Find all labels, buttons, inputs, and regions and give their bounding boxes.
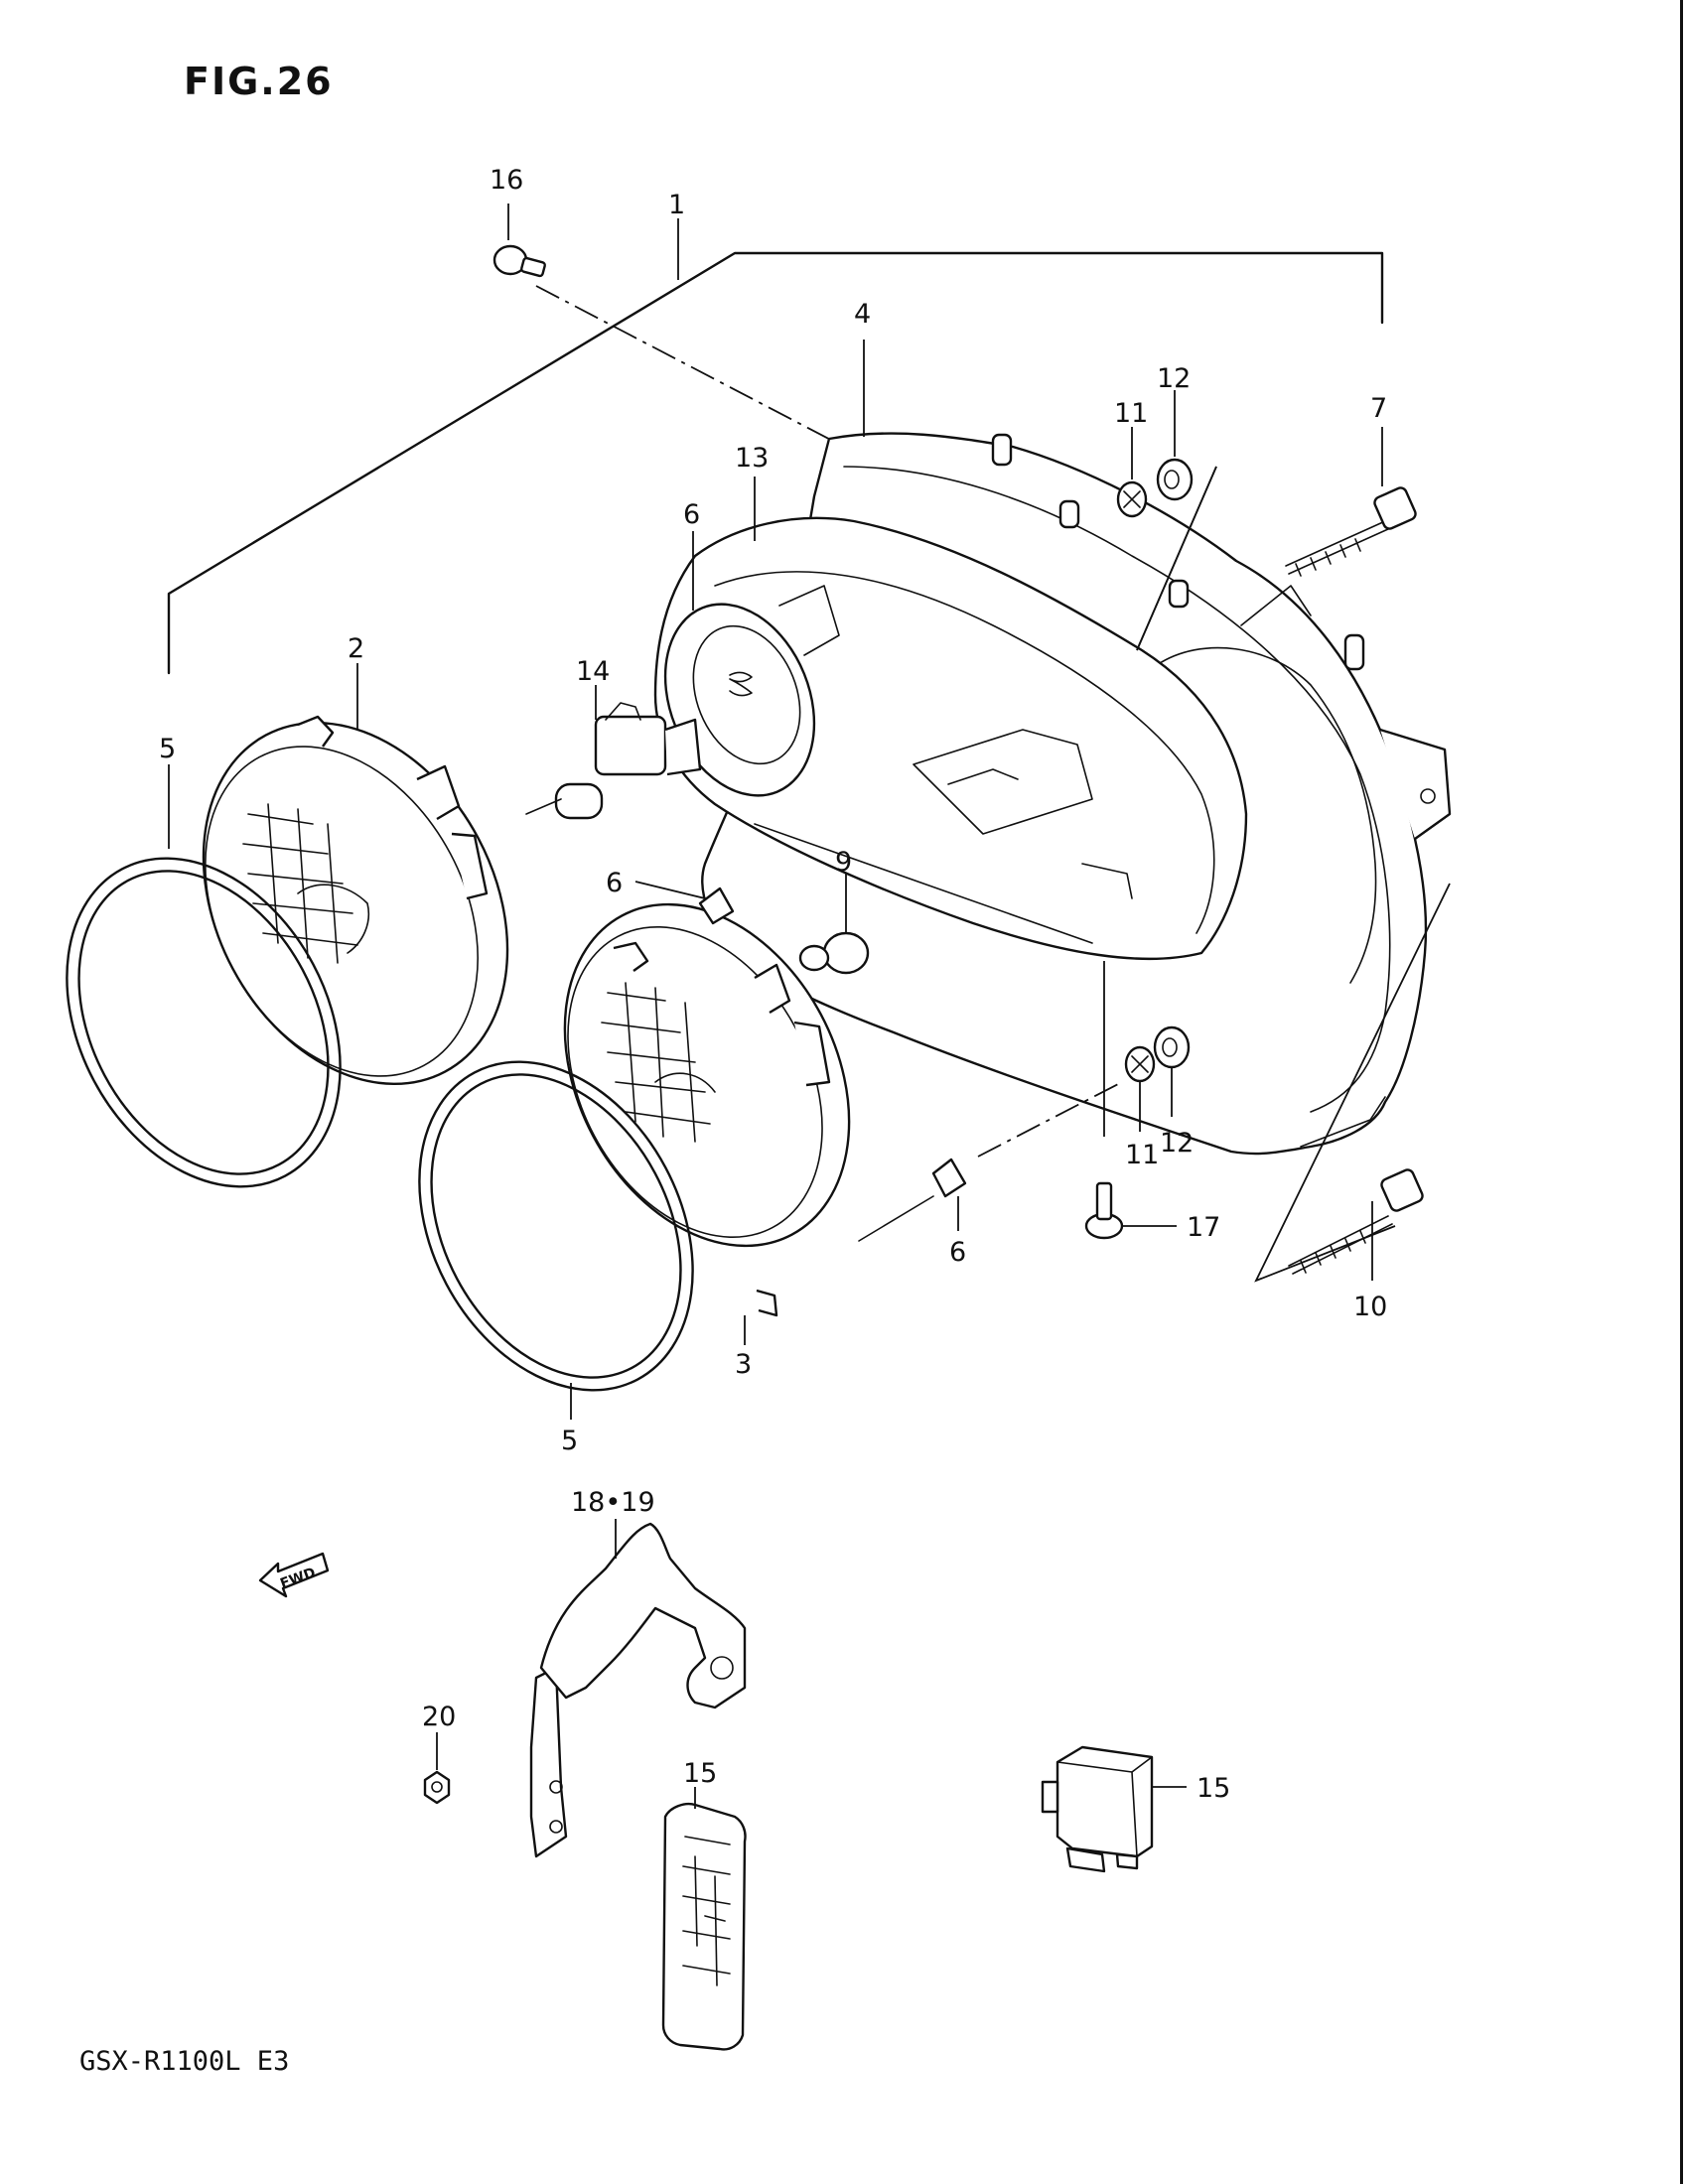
assembly-bracket — [167, 251, 1384, 675]
callout-7: 9 — [835, 847, 852, 878]
washer-11-top[interactable] — [1116, 480, 1148, 518]
nut-12-top[interactable] — [1156, 458, 1194, 501]
callout-6-upper: 6 — [606, 868, 623, 898]
callout-18-19: 18•19 — [571, 1487, 655, 1518]
bolt-15-top[interactable] — [492, 244, 546, 278]
callout-11-bottom: 11 — [1125, 1140, 1159, 1170]
callout-10: 10 — [1353, 1292, 1387, 1322]
relay-unit[interactable] — [1041, 1745, 1154, 1873]
nut-12-bottom[interactable] — [1153, 1025, 1191, 1069]
callout-5-right: 5 — [561, 1426, 578, 1456]
grommet-7[interactable] — [798, 931, 870, 975]
adjusting-screw-10[interactable] — [1288, 1168, 1424, 1275]
callout-15-top: 16 — [490, 165, 523, 196]
nut-20[interactable] — [423, 1770, 451, 1805]
callout-12-bottom: 12 — [1160, 1128, 1194, 1159]
callout-15-bottom: 17 — [1187, 1212, 1220, 1243]
callout-12-top: 12 — [1157, 363, 1191, 394]
callout-5-left: 5 — [159, 734, 176, 764]
callout-16: 15 — [1196, 1773, 1230, 1804]
leader-dash — [977, 1081, 1123, 1158]
figure-title: FIG.26 — [184, 60, 334, 103]
forward-direction-arrow: FWD — [258, 1552, 330, 1598]
right-headlight-rim[interactable] — [364, 1015, 747, 1437]
adjusting-screw-9[interactable] — [1285, 486, 1417, 577]
callout-20: 20 — [422, 1702, 456, 1732]
callout-1: 1 — [668, 190, 685, 220]
halogen-bulb[interactable] — [525, 702, 702, 820]
left-headlight-unit[interactable] — [143, 670, 568, 1138]
callout-2: 2 — [348, 633, 364, 664]
page-border-line — [1680, 0, 1683, 2184]
leader-line — [1254, 883, 1451, 1283]
leader-line — [858, 1195, 934, 1242]
model-code: GSX-R1100L E3 — [79, 2046, 289, 2077]
mounting-bracket[interactable] — [529, 1522, 747, 1858]
caution-label[interactable] — [661, 1803, 747, 2051]
right-headlight-unit[interactable] — [508, 855, 906, 1317]
callout-labels: 16 1 4 12 11 7 13 6 2 14 5 6 9 11 12 17 … — [159, 165, 1387, 1804]
callout-13: 13 — [735, 443, 769, 474]
leader-dash — [535, 285, 845, 448]
callout-14: 14 — [576, 656, 610, 687]
bolt-15-bottom[interactable] — [1084, 1181, 1124, 1240]
callout-4: 4 — [854, 299, 871, 330]
callout-11-top: 11 — [1114, 398, 1148, 429]
callout-6-lower: 6 — [949, 1237, 966, 1268]
callout-3: 3 — [735, 1349, 752, 1380]
callout-leaders — [168, 204, 1383, 1809]
left-headlight-rim[interactable] — [12, 811, 394, 1234]
clip-6-upper[interactable] — [698, 887, 735, 925]
callout-9: 7 — [1370, 393, 1387, 424]
leader-line — [1136, 466, 1217, 651]
washer-11-bottom[interactable] — [1124, 1045, 1156, 1083]
clip-6-lower[interactable] — [931, 1158, 967, 1198]
callout-17: 15 — [683, 1758, 717, 1789]
callout-8: 6 — [683, 499, 700, 530]
